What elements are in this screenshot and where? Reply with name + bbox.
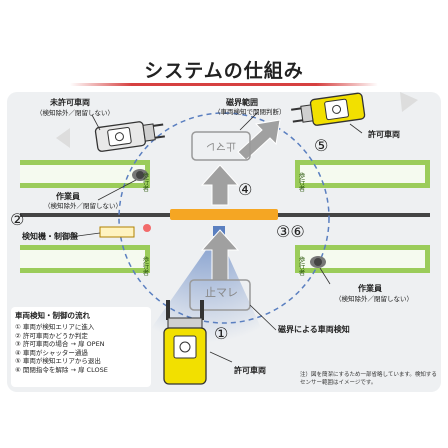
walkway-label-tr: 歩行者 bbox=[297, 172, 305, 192]
magnetic-range-label: 磁界範囲 bbox=[226, 98, 258, 107]
footnote: 注）図を簡潔にするため一部省略しています。検知するセンサー範囲はイメージです。 bbox=[300, 372, 437, 386]
detector-unit bbox=[99, 226, 135, 238]
worker-right-sub: （検知除外／閉留しない） bbox=[335, 295, 413, 303]
step-marker-36: ③⑥ bbox=[276, 222, 305, 241]
unauth-vehicle-sub: （検知除外／閉留しない） bbox=[36, 109, 114, 117]
detector-label: 検知機・制御盤 bbox=[22, 232, 78, 241]
detector-light bbox=[143, 224, 151, 232]
flow-steps: ① 車両が検知エリアに進入 ② 許可車両かどうか判定 ③ 許可車両の場合 → 扉… bbox=[11, 323, 151, 375]
arrow-left-unauth bbox=[56, 128, 70, 148]
page-title: システムの仕組み bbox=[144, 60, 304, 82]
worker-left-sub: （検知除外／閉留しない） bbox=[44, 202, 122, 210]
flow-step: ② 許可車両かどうか判定 bbox=[15, 331, 88, 340]
magnetic-range-sub: （車両検知で開閉判断） bbox=[214, 108, 286, 116]
flow-step: ③ 許可車両の場合 → 扉 OPEN bbox=[15, 340, 105, 349]
forklift-authorized-top bbox=[291, 92, 366, 126]
walkway-label-bl: 歩行者 bbox=[141, 256, 149, 276]
center-arrows bbox=[200, 119, 281, 281]
step-marker-2: ② bbox=[10, 210, 25, 229]
shutter bbox=[170, 209, 278, 220]
arrow-right-auth bbox=[400, 92, 418, 112]
road-sign-top bbox=[191, 131, 251, 161]
walkway-label-br: 歩行者 bbox=[297, 256, 305, 276]
wall-line bbox=[20, 209, 430, 220]
walkway-lanes bbox=[20, 160, 430, 273]
road-sign-bottom-text: 止マレ bbox=[205, 286, 238, 299]
flow-box: 車両検知・制御の流れ ① 車両が検知エリアに進入 ② 許可車両かどうか判定 ③ … bbox=[11, 307, 151, 387]
unauth-vehicle-label: 未許可車両 bbox=[50, 98, 90, 107]
flow-step: ⑤ 車両が検知エリアから退出 bbox=[15, 357, 101, 366]
walkway-label-tl: 歩行者 bbox=[141, 172, 149, 192]
magnetic-detect-label: 磁界による車両検知 bbox=[278, 325, 350, 334]
worker-right bbox=[310, 256, 326, 268]
flow-heading: 車両検知・制御の流れ bbox=[15, 311, 90, 320]
flow-step: ① 車両が検知エリアに進入 bbox=[15, 323, 95, 331]
flow-step: ④ 車両がシャッター通過 bbox=[15, 348, 88, 357]
flow-step: ⑥ 開閉指令を解除 → 扉 CLOSE bbox=[15, 365, 108, 374]
worker-left bbox=[132, 169, 148, 181]
step-marker-5: ⑤ bbox=[314, 136, 329, 155]
step-marker-4: ④ bbox=[238, 180, 253, 199]
detection-beam bbox=[150, 233, 262, 343]
road-sign-bottom bbox=[189, 279, 251, 311]
road-sign-top-text: 止マレ bbox=[206, 140, 236, 151]
auth-vehicle-top-label: 許可車両 bbox=[368, 130, 400, 139]
auth-vehicle-bottom-label: 許可車両 bbox=[234, 366, 266, 375]
forklift-authorized-bottom bbox=[163, 300, 207, 385]
step-marker-1: ① bbox=[214, 324, 229, 343]
worker-right-label: 作業員 bbox=[358, 284, 382, 293]
worker-left-label: 作業員 bbox=[56, 192, 80, 201]
forklift-unauthorized bbox=[94, 121, 165, 152]
title-underline bbox=[70, 83, 378, 86]
